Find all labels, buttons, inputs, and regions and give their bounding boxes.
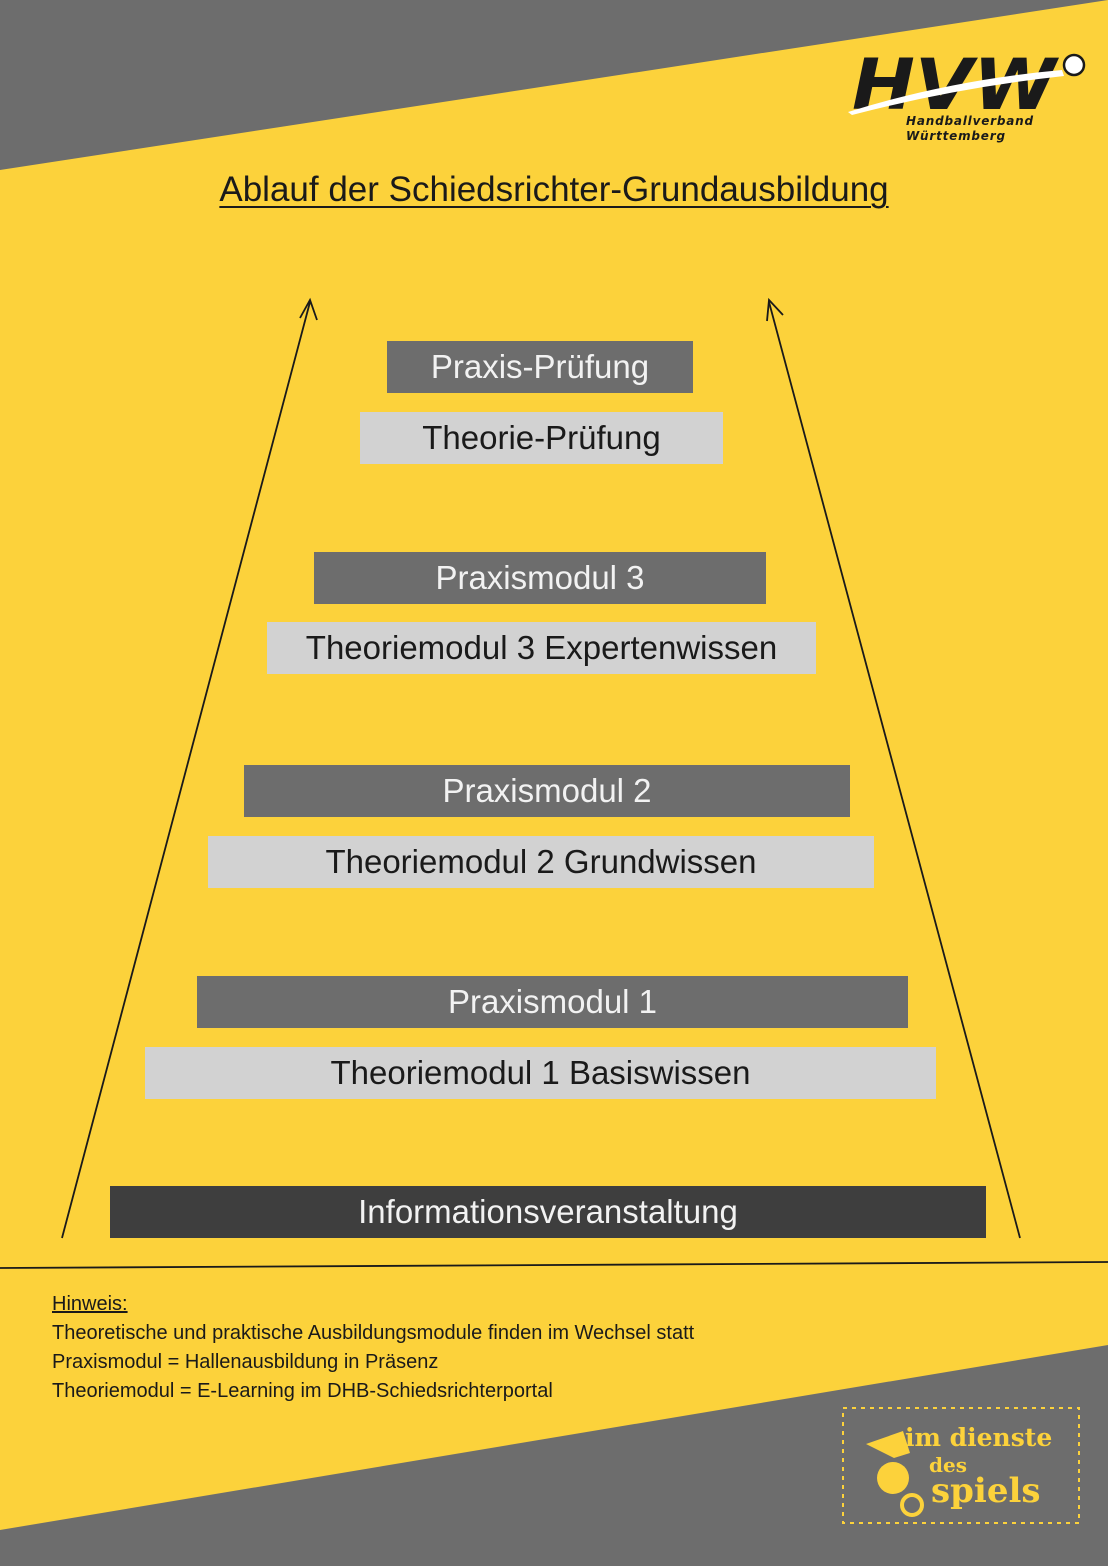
logo-name-line2: Württemberg [906, 129, 1006, 143]
right-arrow-line [768, 301, 1021, 1239]
bottom-gray-band [0, 1345, 1108, 1566]
note-line: Theoriemodul = E-Learning im DHB-Schieds… [52, 1380, 553, 1402]
right-arrow-head-icon [766, 297, 784, 322]
logo-name-line1: Handballverband [906, 114, 1034, 128]
step-praxismodul-1: Praxismodul 1 [197, 976, 908, 1028]
slogan-line2: des [929, 1453, 967, 1477]
handball-icon [1062, 53, 1086, 77]
top-gray-band [0, 0, 1108, 170]
slogan-logo: im dienste des spiels [843, 1405, 1083, 1530]
step-theoriemodul-2: Theoriemodul 2 Grundwissen [208, 836, 874, 888]
step-praxismodul-2: Praxismodul 2 [244, 765, 850, 817]
step-praxismodul-3: Praxismodul 3 [314, 552, 766, 604]
hvw-logo: HVW [848, 44, 1086, 126]
note-section: Hinweis: Theoretische und praktische Aus… [52, 1290, 694, 1406]
left-arrow-line [61, 301, 311, 1239]
whistle-icon [866, 1431, 924, 1517]
note-line: Praxismodul = Hallenausbildung in Präsen… [52, 1351, 439, 1373]
step-theoriemodul-3: Theoriemodul 3 Expertenwissen [267, 622, 816, 674]
page-title: Ablauf der Schiedsrichter-Grundausbildun… [219, 170, 889, 209]
logo-swoosh [848, 70, 1064, 115]
note-line: Theoretische und praktische Ausbildungsm… [52, 1322, 695, 1344]
step-theoriemodul-1: Theoriemodul 1 Basiswissen [145, 1047, 936, 1099]
note-title: Hinweis: [52, 1293, 128, 1315]
step-praxis-pruefung: Praxis-Prüfung [387, 341, 693, 393]
slogan-line1: im dienste [905, 1423, 1053, 1452]
step-theorie-pruefung: Theorie-Prüfung [360, 412, 723, 464]
slogan-line3: spiels [931, 1471, 1041, 1511]
slogan-frame [842, 1407, 1080, 1524]
step-informationsveranstaltung: Informationsveranstaltung [110, 1186, 986, 1238]
left-arrow-head-icon [299, 297, 318, 321]
logo-association-name: Handballverband Württemberg [906, 114, 1034, 144]
separator-line [0, 1261, 1108, 1269]
slogan-stamp [842, 1407, 1080, 1524]
